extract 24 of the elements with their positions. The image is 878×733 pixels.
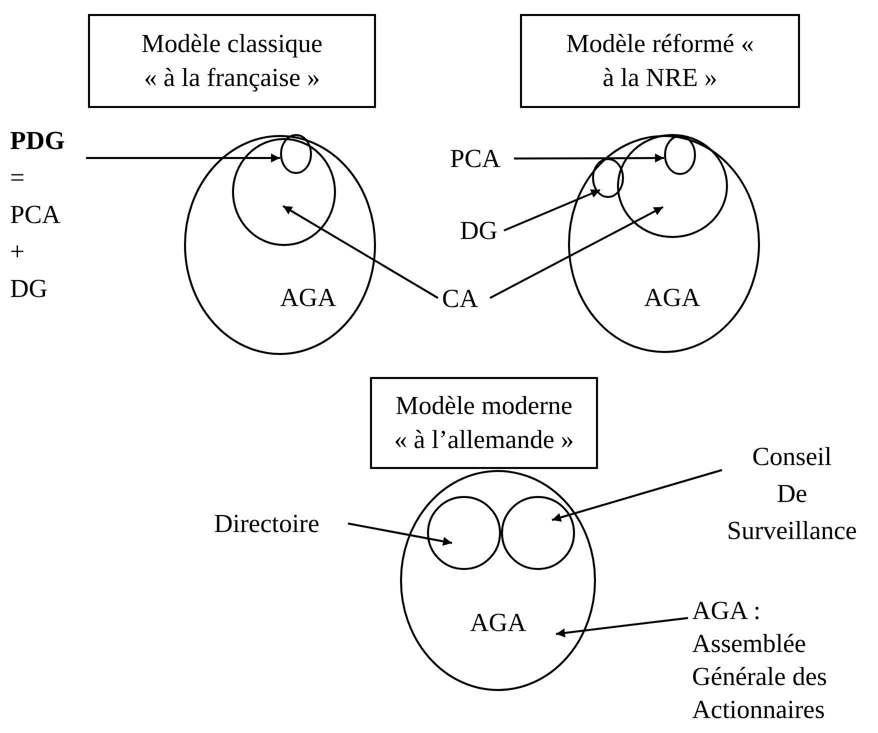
model-title: Modèle réformé « à la NRE »	[565, 28, 755, 94]
leader-label: DG	[460, 212, 500, 249]
leader-arrow	[86, 154, 280, 162]
model-title-frame	[520, 14, 800, 108]
ellipse-label: AGA	[470, 608, 526, 638]
leader-arrow	[490, 206, 664, 299]
leader-arrow	[514, 154, 664, 163]
model-title-frame	[88, 14, 376, 108]
leader-label: PDG = PCA + DG	[10, 122, 82, 307]
model-title: Modèle moderne « à l’allemande »	[393, 390, 575, 456]
model-title: Modèle classique « à la française »	[140, 28, 324, 94]
model-title-frame	[370, 377, 598, 469]
ellipse-label: AGA	[644, 283, 700, 313]
leader-arrow	[552, 469, 722, 522]
leader-label: Directoire	[214, 505, 344, 542]
leader-arrow	[282, 205, 439, 299]
leader-arrow	[504, 189, 600, 232]
leader-label: CA	[442, 280, 486, 317]
leader-label: Conseil De Surveillance	[726, 438, 858, 549]
ellipse-label: AGA	[280, 283, 336, 313]
leader-arrow	[556, 617, 688, 638]
leader-label: AGA : Assemblée Générale des Actionnaires	[692, 594, 868, 726]
leader-arrow	[348, 522, 452, 546]
leader-label: PCA	[450, 140, 510, 177]
